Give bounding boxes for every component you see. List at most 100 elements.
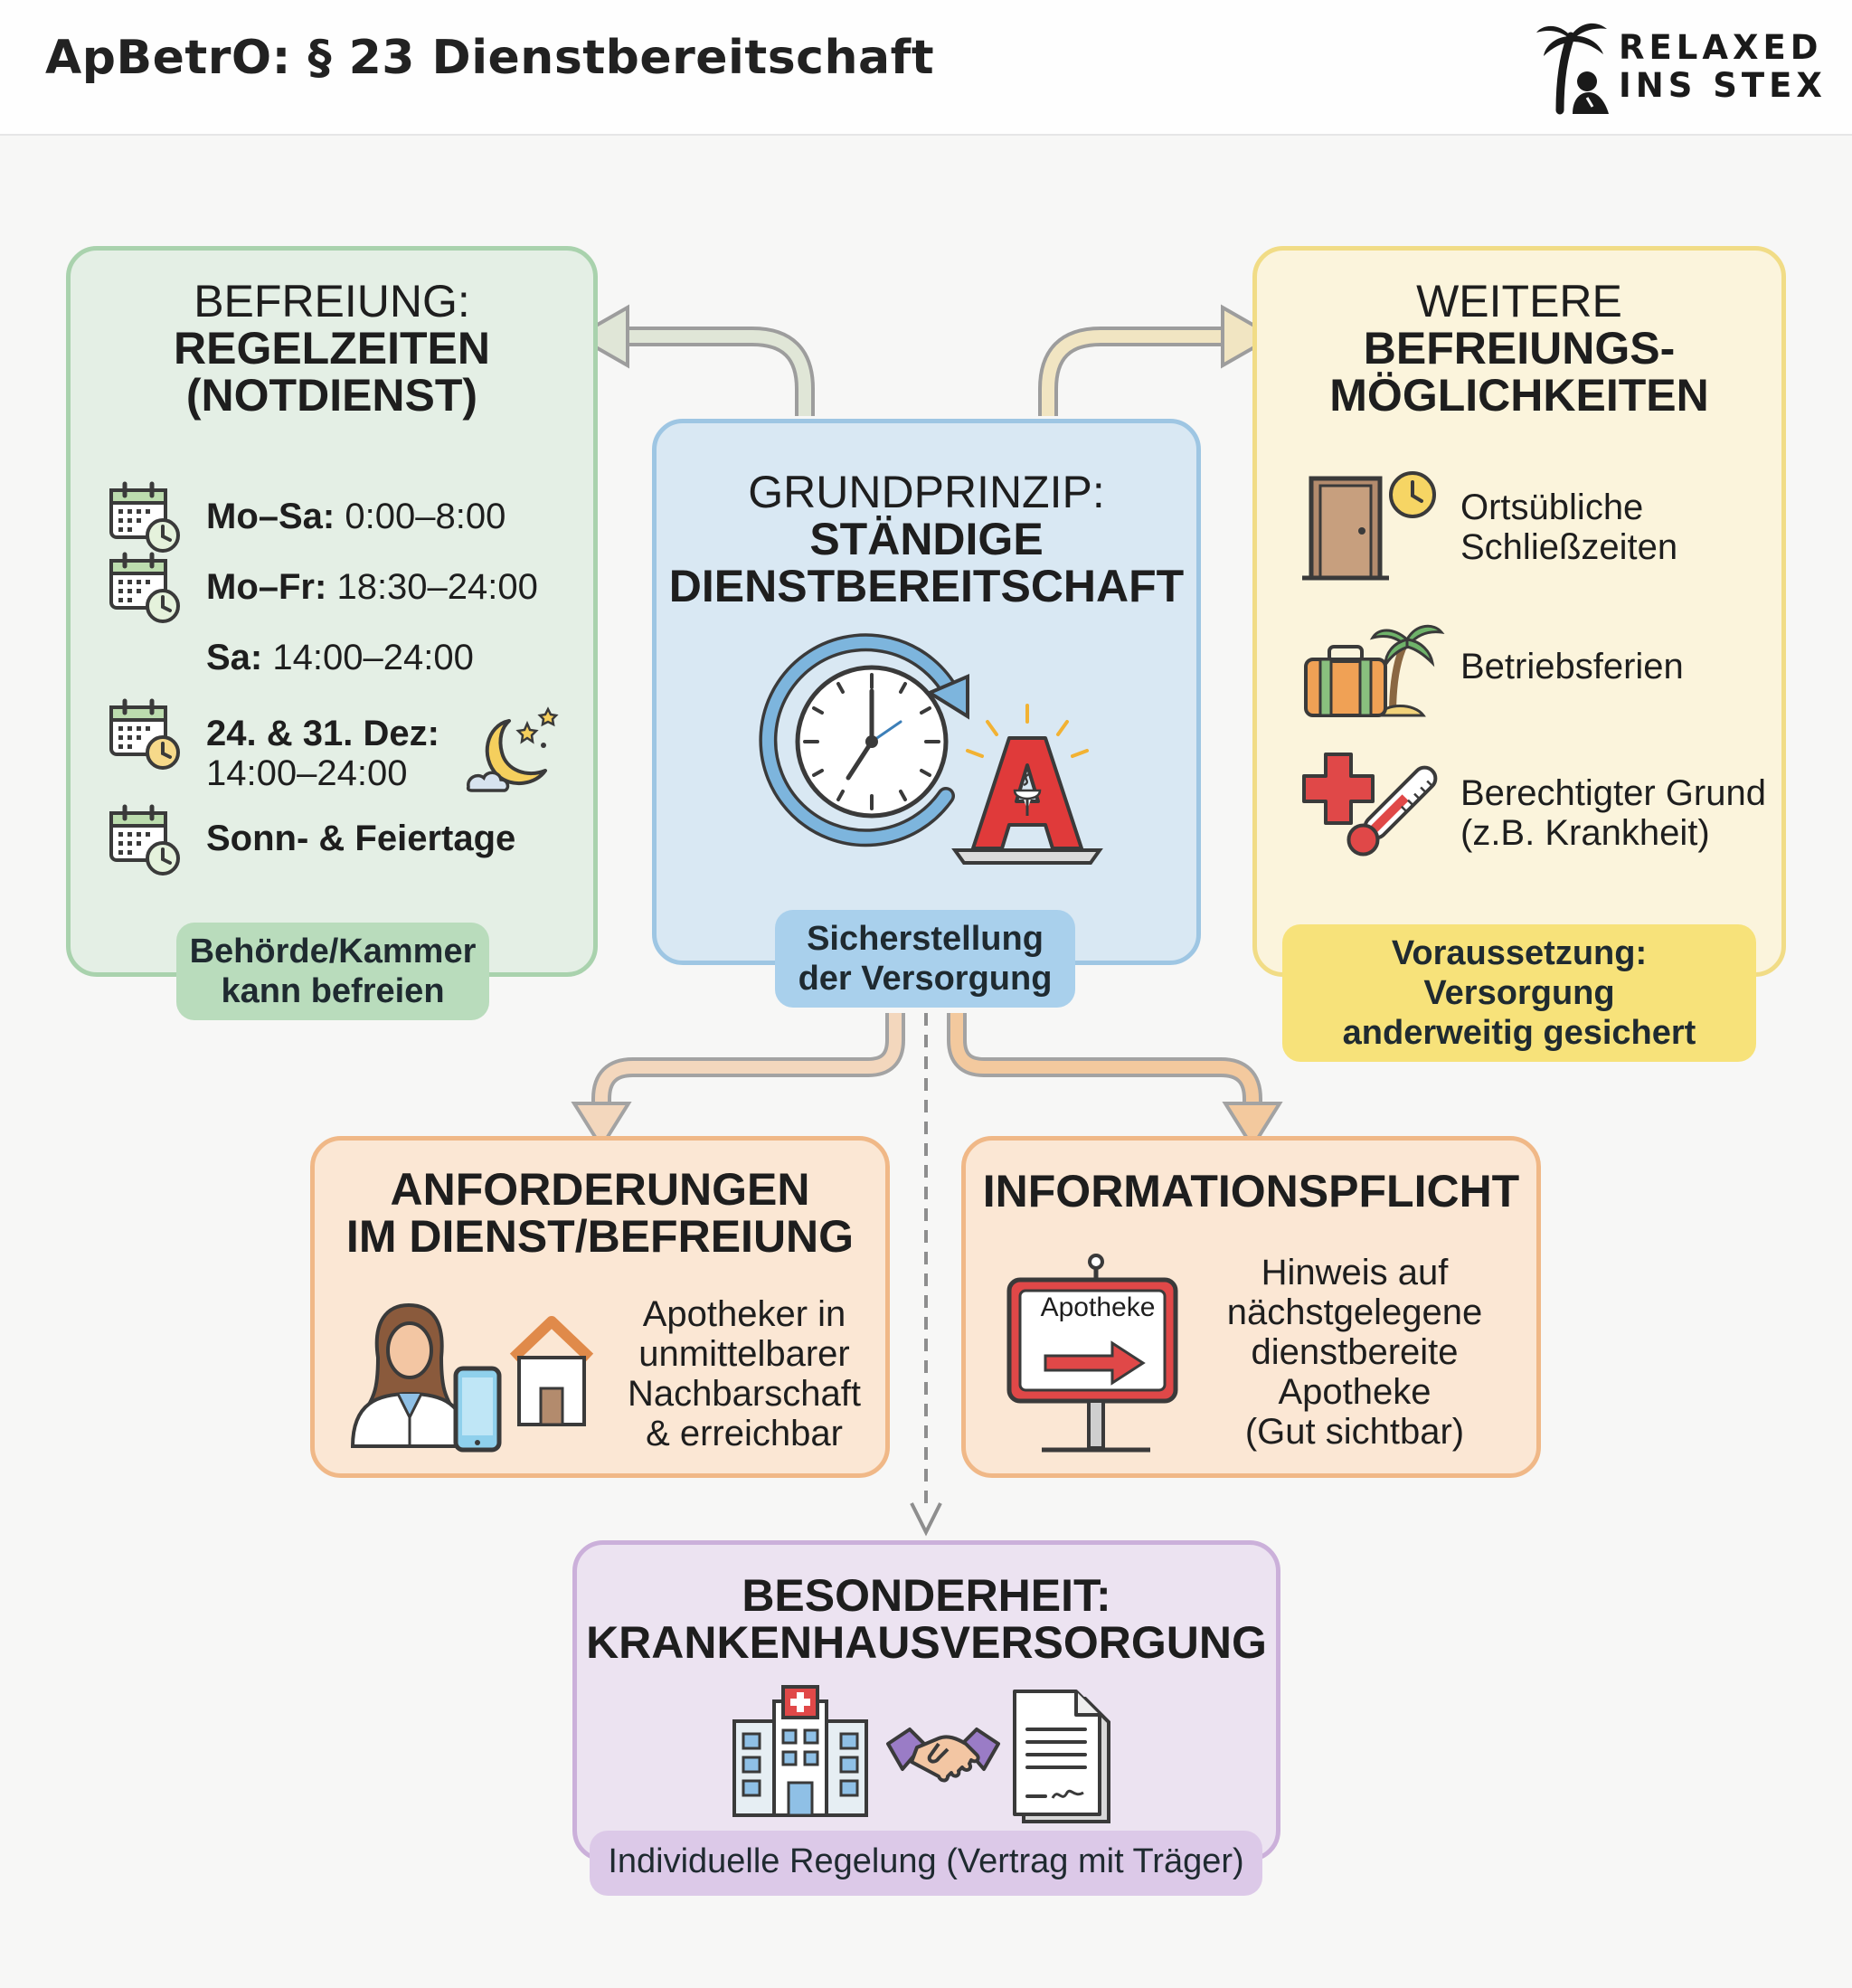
item-line-1: Berechtigter Grund	[1460, 773, 1766, 813]
calendar-clock-icon	[109, 804, 180, 876]
anforderungen-card: ANFORDERUNGEN IM DIENST/BEFREIUNG Apothe…	[310, 1136, 890, 1478]
brand-logo: RELAXED INS STEX	[1533, 16, 1822, 118]
anforderungen-title-1: ANFORDERUNGEN	[390, 1164, 810, 1215]
pharmacist-phone-house-icon	[350, 1302, 594, 1453]
suitcase-palm-icon	[1304, 624, 1445, 717]
arrow-left-head	[572, 304, 629, 369]
pharmacy-sign-icon	[1006, 1254, 1178, 1453]
moon-stars-icon	[466, 706, 559, 792]
text-line: Apotheke	[1278, 1372, 1432, 1412]
logo-wordmark: RELAXED INS STEX	[1619, 29, 1827, 105]
anforderungen-title-2: IM DIENST/BEFREIUNG	[345, 1211, 855, 1262]
text-line: Nachbarschaft	[628, 1374, 861, 1414]
grundprinzip-card: GRUNDPRINZIP: STÄNDIGE DIENSTBEREITSCHAF…	[652, 419, 1201, 965]
information-text: Hinweis auf nächstgelegene dienstbereite…	[1210, 1253, 1499, 1452]
arrow-right-head	[1221, 304, 1278, 369]
grundprinzip-title-bold-1: STÄNDIGE	[809, 514, 1044, 564]
grundprinzip-title: GRUNDPRINZIP: STÄNDIGE DIENSTBEREITSCHAF…	[657, 469, 1196, 610]
krankenhaus-title-1: BESONDERHEIT:	[742, 1570, 1111, 1621]
pill-line-1: Voraussetzung: Versorgung	[1391, 934, 1648, 1012]
befreiung-title-bold-2: (NOTDIENST)	[185, 370, 478, 421]
schedule-label: Mo–Sa:	[206, 497, 335, 536]
pharmacy-a-icon	[951, 704, 1103, 865]
medical-cross-thermometer-icon	[1302, 753, 1438, 857]
schedule-value: 0:00–8:00	[345, 497, 506, 536]
pill-line-1: Behörde/Kammer	[189, 932, 477, 970]
krankenhaus-title: BESONDERHEIT: KRANKENHAUSVERSORGUNG	[577, 1572, 1276, 1666]
weitere-title-light: WEITERE	[1416, 276, 1622, 327]
rotating-clock-icon	[759, 633, 969, 847]
informationspflicht-card: INFORMATIONSPFLICHT Apotheke Hinweis auf…	[961, 1136, 1541, 1478]
calendar-clock-icon	[109, 698, 180, 770]
grundprinzip-title-bold-2: DIENSTBEREITSCHAFT	[668, 561, 1185, 611]
anforderungen-title: ANFORDERUNGEN IM DIENST/BEFREIUNG	[315, 1166, 885, 1260]
hospital-building-icon	[732, 1685, 868, 1817]
pill-line-2: der Versorgung	[798, 960, 1053, 998]
weitere-title-bold-2: MÖGLICHKEITEN	[1329, 370, 1709, 421]
calendar-clock-icon	[109, 552, 180, 623]
text-line: Hinweis auf	[1261, 1253, 1449, 1292]
weitere-befreiung-card: WEITERE BEFREIUNGS- MÖGLICHKEITEN Ortsüb…	[1252, 246, 1786, 977]
grundprinzip-title-light: GRUNDPRINZIP:	[748, 467, 1105, 517]
behoerde-kammer-pill: Behörde/Kammer kann befreien	[176, 923, 489, 1020]
weitere-title-bold-1: BEFREIUNGS-	[1363, 323, 1676, 374]
sign-label: Apotheke	[1040, 1292, 1156, 1322]
voraussetzung-pill: Voraussetzung: Versorgung anderweitig ge…	[1282, 924, 1756, 1062]
schedule-row-5: Sonn- & Feiertage	[206, 819, 515, 873]
logo-line-2: INS STEX	[1619, 66, 1827, 105]
schedule-value: 14:00–24:00	[206, 753, 408, 793]
arrow-down-left-head	[571, 1102, 632, 1150]
door-clock-icon	[1302, 471, 1436, 581]
schedule-value: 18:30–24:00	[336, 567, 538, 607]
weitere-item-2: Betriebsferien	[1460, 647, 1684, 686]
pill-line-2: kann befreien	[221, 972, 445, 1010]
text-line: & erreichbar	[646, 1414, 843, 1453]
schedule-row-4: 24. & 31. Dez: 14:00–24:00	[206, 714, 439, 793]
item-line-2: Schließzeiten	[1460, 527, 1678, 567]
pill-line-2: anderweitig gesichert	[1342, 1014, 1696, 1052]
individuelle-regelung-pill: Individuelle Regelung (Vertrag mit Träge…	[590, 1831, 1262, 1896]
befreiung-regelzeiten-card: BEFREIUNG: REGELZEITEN (NOTDIENST) Mo–Sa…	[66, 246, 598, 977]
schedule-row-1: Mo–Sa: 0:00–8:00	[206, 497, 506, 551]
schedule-row-2: Mo–Fr: 18:30–24:00	[206, 567, 538, 621]
arrow-dashed-down-head	[910, 1502, 942, 1537]
text-line: Apotheker in	[642, 1294, 846, 1334]
befreiung-title-bold-1: REGELZEITEN	[173, 323, 491, 374]
logo-line-1: RELAXED	[1619, 28, 1823, 67]
pill-text: Individuelle Regelung (Vertrag mit Träge…	[608, 1842, 1244, 1880]
schedule-label: 24. & 31. Dez:	[206, 714, 439, 753]
schedule-label: Sonn- & Feiertage	[206, 819, 516, 858]
calendar-clock-icon	[109, 481, 180, 553]
informationspflicht-title-text: INFORMATIONSPFLICHT	[982, 1166, 1520, 1216]
schedule-row-3: Sa: 14:00–24:00	[206, 638, 474, 692]
text-line: nächstgelegene	[1226, 1292, 1483, 1332]
weitere-item-1: Ortsübliche Schließzeiten	[1460, 488, 1677, 567]
arrow-down-right-head	[1222, 1102, 1283, 1150]
krankenhaus-title-2: KRANKENHAUSVERSORGUNG	[586, 1617, 1267, 1668]
text-line: dienstbereite	[1251, 1332, 1459, 1372]
krankenhaus-card: BESONDERHEIT: KRANKENHAUSVERSORGUNG	[572, 1540, 1280, 1861]
pill-line-1: Sicherstellung	[807, 920, 1044, 958]
schedule-value: 14:00–24:00	[272, 638, 474, 677]
palm-person-logo-icon	[1536, 23, 1609, 115]
weitere-item-3: Berechtigter Grund (z.B. Krankheit)	[1460, 773, 1766, 853]
item-line-1: Betriebsferien	[1460, 647, 1684, 686]
handshake-icon	[886, 1728, 1000, 1783]
anforderungen-text: Apotheker in unmittelbarer Nachbarschaft…	[613, 1294, 875, 1453]
contract-document-icon	[1013, 1690, 1110, 1823]
text-line: (Gut sichtbar)	[1244, 1412, 1465, 1452]
page-title: ApBetrO: § 23 Dienstbereitschaft	[45, 31, 935, 85]
befreiung-title: BEFREIUNG: REGELZEITEN (NOTDIENST)	[71, 278, 593, 419]
schedule-label: Sa:	[206, 638, 263, 677]
schedule-label: Mo–Fr:	[206, 567, 327, 607]
text-line: unmittelbarer	[638, 1334, 850, 1374]
item-line-2: (z.B. Krankheit)	[1460, 813, 1710, 853]
informationspflicht-title: INFORMATIONSPFLICHT	[966, 1168, 1536, 1215]
sicherstellung-pill: Sicherstellung der Versorgung	[775, 910, 1075, 1008]
befreiung-title-light: BEFREIUNG:	[194, 276, 470, 327]
weitere-title: WEITERE BEFREIUNGS- MÖGLICHKEITEN	[1257, 278, 1781, 419]
item-line-1: Ortsübliche	[1460, 488, 1644, 527]
header-bar: ApBetrO: § 23 Dienstbereitschaft RELAXED…	[0, 0, 1852, 136]
